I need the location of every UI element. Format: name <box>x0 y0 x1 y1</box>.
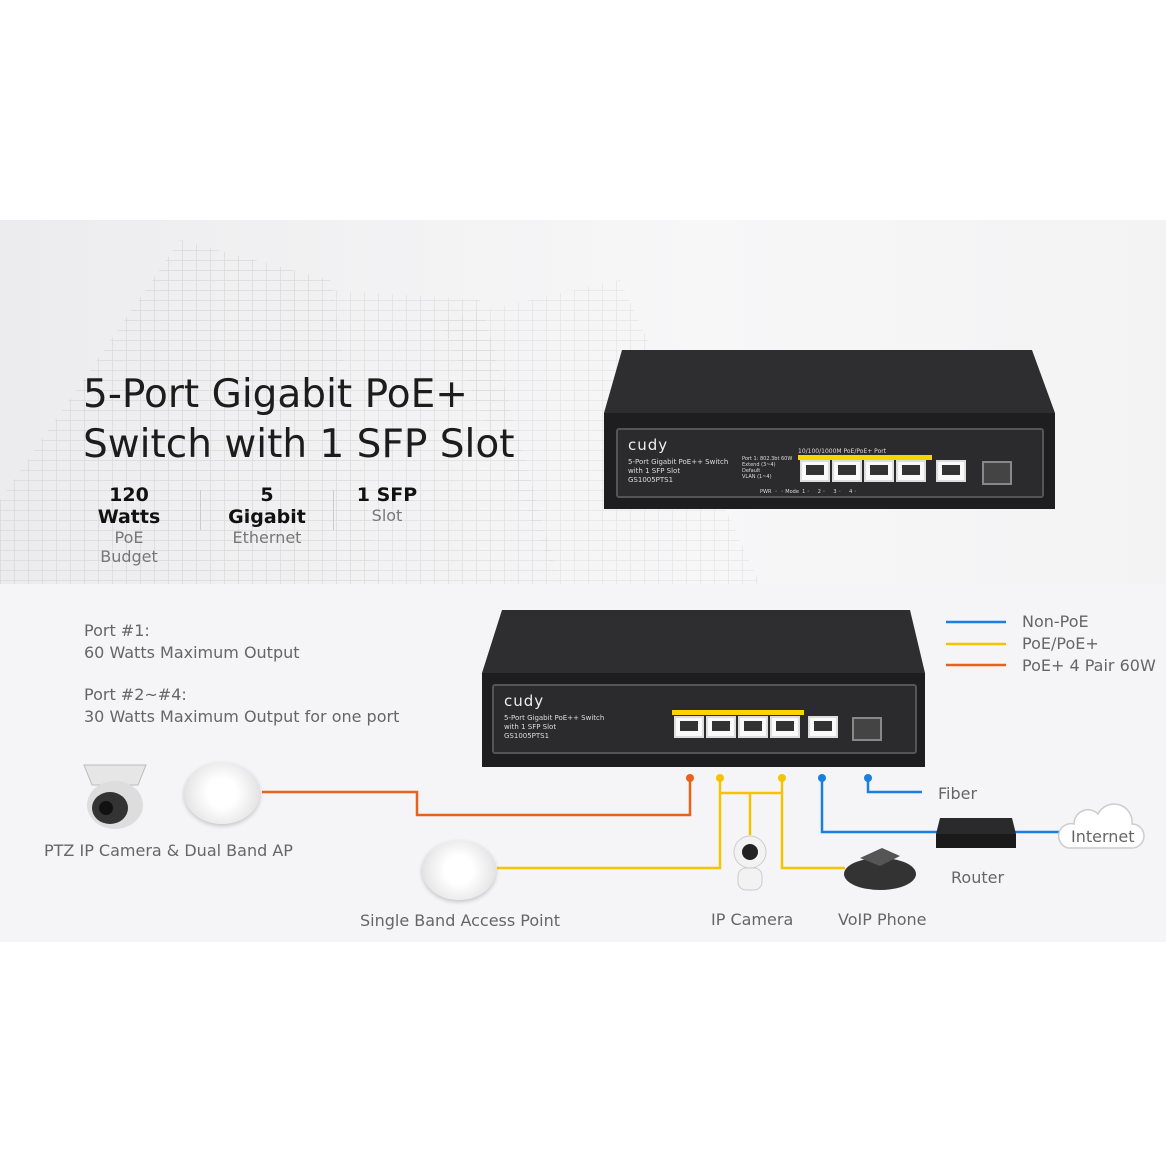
line-poe-camera <box>720 791 782 835</box>
port-5 <box>936 460 966 482</box>
spec-value: 120 Watts <box>97 484 161 528</box>
port-1 <box>800 460 830 482</box>
single-band-ap-icon <box>422 840 496 900</box>
desc: with 1 SFP Slot <box>504 723 557 731</box>
dip-label: Default <box>742 468 761 474</box>
port-2 <box>832 460 862 482</box>
sfp-slot <box>852 717 882 741</box>
desc: 5-Port Gigabit PoE++ Switch <box>628 458 729 466</box>
led-labels: PWR ◦ ◦ Mode 1 ◦ 2 ◦ 3 ◦ 4 ◦ <box>760 489 857 495</box>
line-fiber <box>866 778 922 794</box>
model: GS1005PTS1 <box>504 732 550 740</box>
desc: 5-Port Gigabit PoE++ Switch <box>504 714 605 722</box>
poe-bar <box>672 710 804 715</box>
voip-phone-icon <box>844 848 916 890</box>
port-info-title: Port #2~#4: <box>84 685 187 704</box>
label-router: Router <box>951 868 1005 887</box>
port-info-desc: 60 Watts Maximum Output <box>84 643 300 662</box>
line-poe-60w <box>262 778 692 817</box>
port-1-info: Port #1: 60 Watts Maximum Output <box>84 620 300 664</box>
port-4 <box>770 716 800 738</box>
port-4 <box>896 460 926 482</box>
port-2-4-info: Port #2~#4: 30 Watts Maximum Output for o… <box>84 684 399 728</box>
port-3 <box>864 460 894 482</box>
port-info-desc: 30 Watts Maximum Output for one port <box>84 707 400 726</box>
divider <box>333 490 334 530</box>
port-5 <box>808 716 838 738</box>
dip-label: Port 1: 802.3bt 60W <box>742 456 793 462</box>
label-voip-phone: VoIP Phone <box>838 910 927 929</box>
legend-poe: PoE/PoE+ <box>1022 634 1099 653</box>
label-single-band-ap: Single Band Access Point <box>360 911 561 930</box>
spec-value: 1 SFP <box>356 484 418 506</box>
port-dots <box>686 774 872 782</box>
label-ip-camera: IP Camera <box>711 910 794 929</box>
port-1 <box>674 716 704 738</box>
legend-non-poe: Non-PoE <box>1022 612 1089 631</box>
port-2 <box>706 716 736 738</box>
desc: with 1 SFP Slot <box>628 467 681 475</box>
line-router <box>820 778 937 834</box>
spec-label: Ethernet <box>232 528 302 547</box>
title-line-1: 5-Port Gigabit PoE+ <box>83 372 468 417</box>
port-info-title: Port #1: <box>84 621 150 640</box>
brand-logo: cudy <box>628 436 669 454</box>
poe-bar <box>798 455 932 460</box>
spec-label: PoE Budget <box>100 528 158 566</box>
sfp-slot <box>982 461 1012 485</box>
spec-value: 5 Gigabit <box>228 484 306 528</box>
dual-band-ap-icon <box>184 762 260 824</box>
legend-poe-60w: PoE+ 4 Pair 60W <box>1022 656 1156 675</box>
spec-label: Slot <box>371 506 403 525</box>
brand-logo: cudy <box>504 692 545 710</box>
label-fiber: Fiber <box>938 784 978 803</box>
router-icon <box>936 818 1016 834</box>
ptz-camera-icon <box>83 764 147 829</box>
port-3 <box>738 716 768 738</box>
dip-label: VLAN (1~4) <box>742 474 772 480</box>
line-poe-voip <box>780 778 845 870</box>
label-internet: Internet <box>1071 827 1135 846</box>
line-poe-ap <box>497 778 722 870</box>
divider <box>200 490 201 530</box>
dip-label: Extend (3~4) <box>742 462 776 468</box>
internet-cloud-icon <box>1057 803 1145 849</box>
port-header: 10/100/1000M PoE/PoE+ Port <box>798 448 887 455</box>
model: GS1005PTS1 <box>628 476 674 484</box>
ip-camera-icon <box>733 835 767 891</box>
title-line-2: Switch with 1 SFP Slot <box>83 422 515 467</box>
product-title: 5-Port Gigabit PoE+ Switch with 1 SFP Slo… <box>83 370 515 470</box>
label-ptz-camera-ap: PTZ IP Camera & Dual Band AP <box>44 841 293 860</box>
